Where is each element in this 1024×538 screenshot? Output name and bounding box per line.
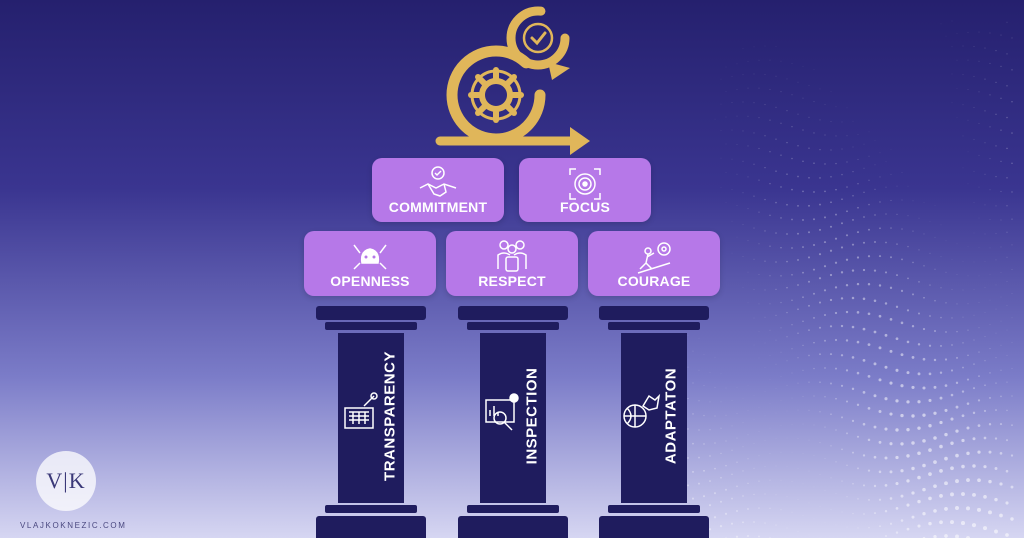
logo-letters: V|K: [46, 468, 86, 493]
value-box-respect: RESPECT: [446, 231, 578, 296]
value-box-focus: FOCUS: [519, 158, 651, 222]
handshake-icon: [419, 166, 457, 197]
scrum-cycle-icon: [435, 6, 590, 155]
value-label: OPENNESS: [330, 273, 410, 289]
pillar-label: TRANSPARENCY: [381, 351, 399, 481]
target-icon: [569, 168, 601, 200]
value-box-commitment: COMMITMENT: [372, 158, 504, 222]
pillar-transparency: TRANSPARENCY: [316, 306, 426, 538]
value-label: COURAGE: [617, 273, 691, 289]
pillar-inspection: INSPECTION: [458, 306, 568, 538]
team-respect-icon: [497, 240, 527, 272]
site-url[interactable]: VLAJKOKNEZIC.COM: [20, 521, 127, 530]
climber-icon: [637, 242, 671, 274]
value-box-courage: COURAGE: [588, 231, 720, 296]
open-mind-icon: [353, 244, 387, 270]
adapt-icon: [623, 393, 661, 428]
pillar-label: INSPECTION: [523, 367, 541, 465]
pillar-label: ADAPTATON: [662, 367, 680, 465]
basket-icon: [344, 392, 378, 429]
brand-logo[interactable]: V|K: [36, 451, 96, 511]
dot-pattern-decoration: [686, 20, 1014, 538]
value-label: FOCUS: [560, 199, 610, 215]
value-box-openness: OPENNESS: [304, 231, 436, 296]
magnifier-report-icon: [485, 393, 519, 431]
value-label: RESPECT: [478, 273, 546, 289]
value-label: COMMITMENT: [388, 199, 488, 215]
pillar-adaptation: ADAPTATON: [599, 306, 709, 538]
